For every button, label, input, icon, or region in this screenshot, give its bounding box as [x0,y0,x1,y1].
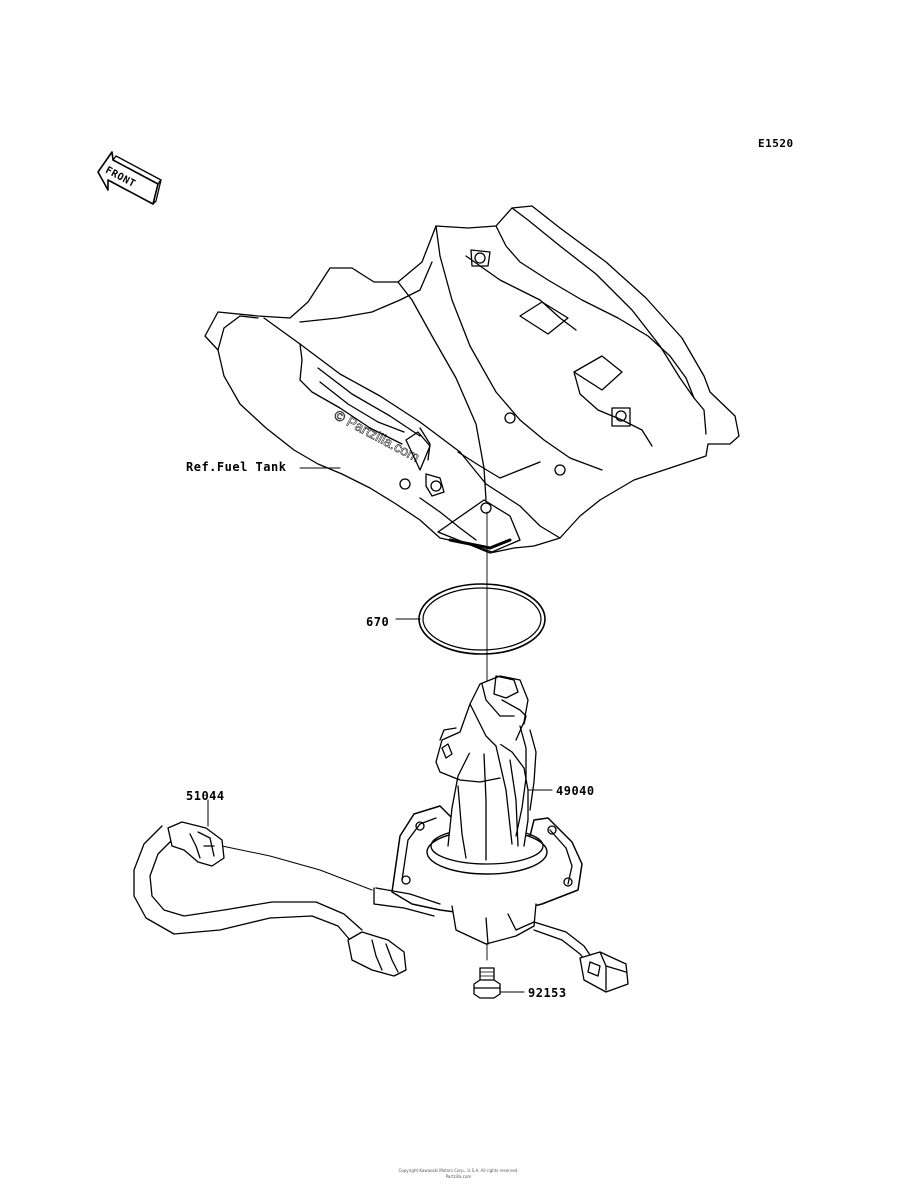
fuel-tank [204,205,740,554]
callout-fuel-tank[interactable]: Ref.Fuel Tank [186,460,287,474]
fuel-pump-49040 [373,675,629,993]
footer-line-1: Copyright Kawasaki Motors Corp., U.S.A. … [398,1168,519,1173]
footer-line-2: Partzilla.com [445,1174,472,1179]
bolt-92153 [473,967,525,999]
callout-51044[interactable]: 51044 [186,789,225,803]
diagram-code: E1520 [758,137,794,150]
hose-51044 [133,799,407,977]
o-ring-670 [395,583,546,655]
callout-92153[interactable]: 92153 [528,986,567,1000]
callout-670[interactable]: 670 [366,615,390,629]
front-arrow-icon [97,151,162,205]
callout-49040[interactable]: 49040 [556,784,595,798]
